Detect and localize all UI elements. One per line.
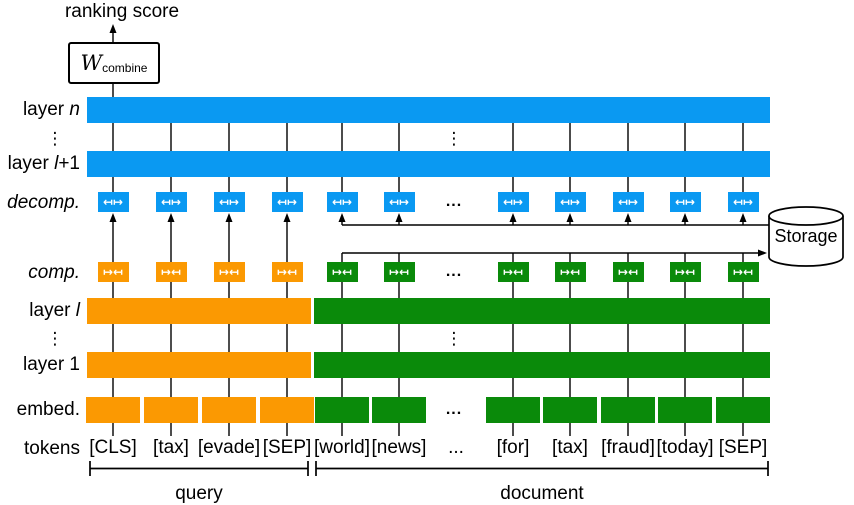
layer-l-bar-query [87,298,311,324]
decomp-box: ↤↦ [669,192,701,212]
layer-1-bar-query [87,352,311,378]
decomp-box: ↤↦ [155,192,187,212]
token-label: [SEP] [718,437,768,458]
comp-box: ↦↤ [497,262,529,282]
row-label-embed: embed. [16,399,80,420]
tokens-row-ellipsis: ... [448,437,464,458]
decomp-row-ellipsis: ... [445,193,463,210]
left-vertical-ellipsis-upper: ⋮ [46,128,64,148]
mid-vertical-ellipsis-upper: ⋮ [445,128,463,148]
mid-vertical-ellipsis-lower: ⋮ [445,328,463,348]
decomp-box: ↤↦ [97,192,129,212]
token-label: [fraud] [601,437,655,458]
token-label: [news] [371,437,427,458]
token-label: [world] [314,437,370,458]
row-label-layer-l-plus-1: layer l+1 [7,153,80,174]
w-combine-subscript: combine [102,61,148,75]
decomp-box: ↤↦ [271,192,303,212]
layer-l-bar-document [314,298,770,324]
row-label-decomp: decomp. [7,192,80,213]
comp-box: ↦↤ [213,262,245,282]
token-label: [evade] [197,437,261,458]
embed-row-ellipsis: ... [445,401,463,418]
left-vertical-ellipsis-lower: ⋮ [46,328,64,348]
embed-segment [486,397,540,423]
document-label: document [500,483,584,504]
embed-segment [315,397,369,423]
layer-n-bar [87,97,770,123]
comp-box: ↦↤ [155,262,187,282]
comp-box: ↦↤ [554,262,586,282]
layer-l-plus-1-bar [87,151,770,177]
embed-segment [372,397,426,423]
ranking-score-label: ranking score [64,1,180,22]
decomp-box: ↤↦ [497,192,529,212]
storage-label: Storage [774,226,838,246]
token-label: [tax] [552,437,588,458]
row-label-layer-1: layer 1 [22,354,80,375]
comp-box: ↦↤ [97,262,129,282]
comp-box: ↦↤ [271,262,303,282]
row-label-layer-n: layer n [22,99,80,120]
embed-segment [658,397,712,423]
comp-box: ↦↤ [727,262,759,282]
embed-segment [716,397,770,423]
comp-row-ellipsis: ... [445,263,463,280]
row-label-tokens: tokens [24,438,80,459]
decomp-box: ↤↦ [213,192,245,212]
decomp-box: ↤↦ [326,192,358,212]
token-label: [for] [496,437,530,458]
embed-segment [202,397,256,423]
row-label-comp: comp. [28,262,80,283]
comp-box: ↦↤ [669,262,701,282]
decomp-box: ↤↦ [727,192,759,212]
comp-box: ↦↤ [383,262,415,282]
layer-1-bar-document [314,352,770,378]
token-label: [SEP] [262,437,312,458]
comp-box: ↦↤ [326,262,358,282]
embed-segment [260,397,314,423]
embed-segment [144,397,198,423]
token-label: [tax] [153,437,189,458]
comp-box: ↦↤ [612,262,644,282]
token-label: [today] [656,437,714,458]
query-label: query [175,483,223,504]
row-label-layer-l: layer l [29,300,80,321]
decomp-box: ↤↦ [554,192,586,212]
embed-segment [86,397,140,423]
decomp-box: ↤↦ [383,192,415,212]
embed-segment [601,397,655,423]
w-combine-symbol: W [80,51,103,75]
embed-segment [543,397,597,423]
token-label: [CLS] [89,437,137,458]
decomp-box: ↤↦ [612,192,644,212]
